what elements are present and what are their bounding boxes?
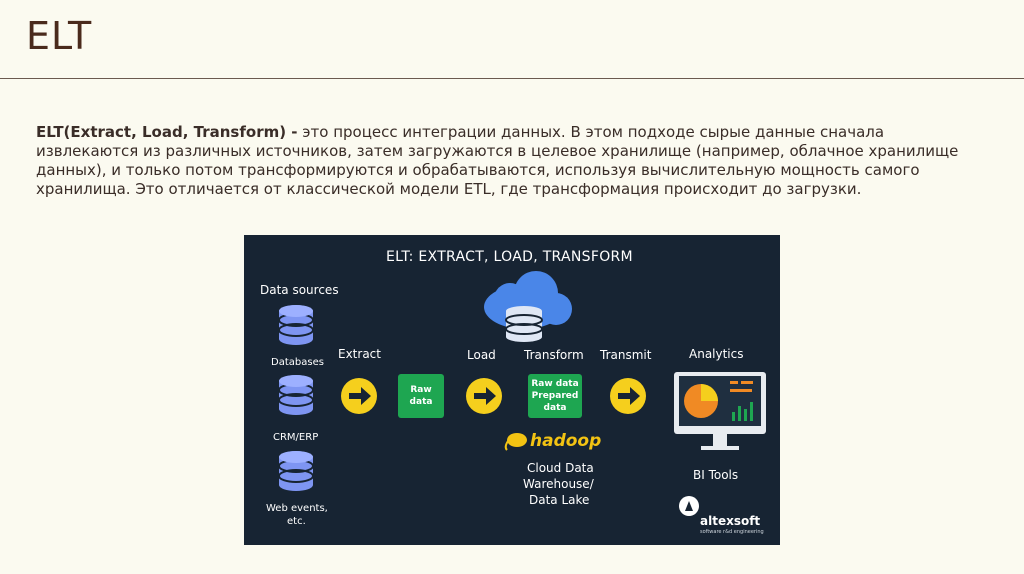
elt-diagram: ELT: EXTRACT, LOAD, TRANSFORM Data sourc… — [244, 235, 780, 545]
raw-data-line-1: Raw — [410, 385, 432, 395]
stage-transform-label: Transform — [524, 348, 584, 362]
stage-transmit-label: Transmit — [600, 348, 652, 362]
source-web-events-label: Web events, — [266, 503, 328, 514]
altexsoft-brand: altexsoft — [700, 514, 761, 528]
arrow-icon-transmit — [610, 378, 646, 414]
arrow-icon-load — [466, 378, 502, 414]
raw-data-box: Raw data — [398, 374, 444, 418]
bi-tools-label: BI Tools — [693, 468, 739, 482]
intro-lead: ELT(Extract, Load, Transform) - — [36, 123, 298, 141]
transform-box-line-3: data — [543, 403, 567, 413]
title-divider — [0, 78, 1024, 79]
diagram-title: ELT: EXTRACT, LOAD, TRANSFORM — [386, 249, 633, 265]
warehouse-line-1: Cloud Data — [527, 461, 594, 475]
hadoop-elephant-icon — [504, 433, 527, 451]
source-etc-label: etc. — [287, 516, 306, 527]
source-crm-erp-label: CRM/ERP — [273, 432, 319, 443]
hadoop-logo-text: hadoop — [530, 431, 602, 451]
intro-body: это процесс интеграции данных. В этом по… — [36, 123, 959, 198]
intro-paragraph: ELT(Extract, Load, Transform) - это проц… — [36, 123, 986, 199]
stage-extract-label: Extract — [338, 347, 381, 361]
stage-analytics-label: Analytics — [689, 347, 744, 361]
raw-data-line-2: data — [409, 397, 433, 407]
warehouse-line-2: Warehouse/ — [523, 477, 594, 491]
database-icon-databases — [278, 305, 314, 345]
transform-box-line-1: Raw data — [531, 379, 579, 389]
slide-title: ELT — [26, 14, 93, 58]
diagram-graphics — [278, 271, 766, 516]
cloud-database-icon — [484, 271, 572, 342]
monitor-dashboard-icon — [674, 372, 766, 450]
database-icon-crm-erp — [278, 375, 314, 415]
source-databases-label: Databases — [271, 357, 324, 368]
altexsoft-logo-icon — [679, 496, 699, 516]
stage-load-label: Load — [467, 348, 496, 362]
altexsoft-tagline: software r&d engineering — [700, 529, 764, 535]
data-sources-label: Data sources — [260, 283, 339, 297]
arrow-icon-extract — [341, 378, 377, 414]
database-icon-web-events — [278, 451, 314, 491]
transform-data-box: Raw data Prepared data — [528, 374, 582, 418]
warehouse-line-3: Data Lake — [529, 493, 590, 507]
transform-box-line-2: Prepared — [531, 391, 579, 401]
